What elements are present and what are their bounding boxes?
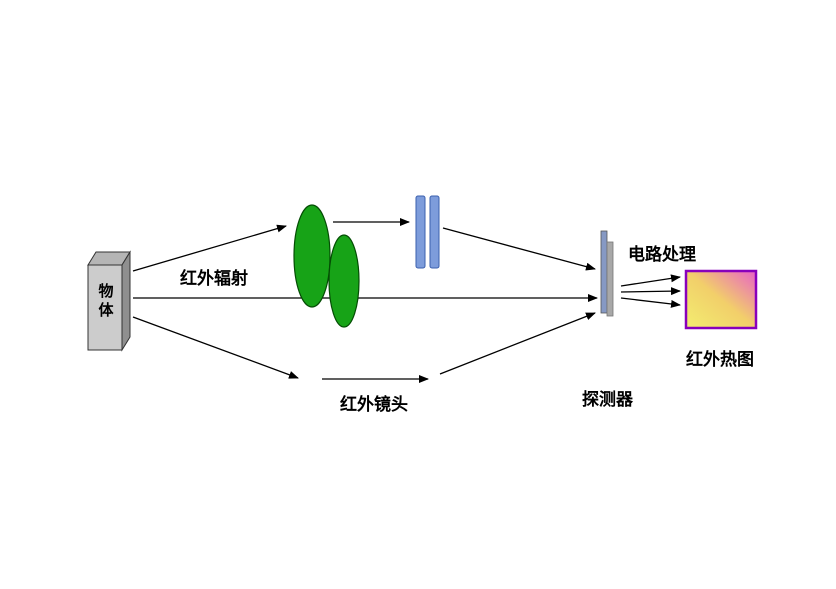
arrow-lower-to-detector bbox=[439, 312, 596, 375]
detector-label: 探测器 bbox=[582, 390, 633, 409]
arrow-filter-to-detector bbox=[442, 227, 596, 271]
lens-ellipse-2 bbox=[328, 234, 360, 328]
object-label: 物体 bbox=[96, 283, 114, 321]
detector-bar-gray bbox=[606, 241, 614, 317]
thermal-image-rect bbox=[684, 269, 758, 330]
thermal-label: 红外热图 bbox=[686, 350, 754, 369]
detector-bar-blue bbox=[600, 230, 608, 314]
circuit-label: 电路处理 bbox=[628, 245, 696, 264]
filter-bar-2 bbox=[429, 195, 440, 269]
radiation-label: 红外辐射 bbox=[180, 269, 248, 288]
lens-ellipse-1 bbox=[293, 204, 331, 308]
arrow-detector-to-thermal-3 bbox=[620, 297, 681, 308]
arrow-detector-to-thermal-1 bbox=[620, 274, 681, 287]
object-box-front bbox=[87, 264, 123, 351]
filter-bar-1 bbox=[415, 195, 426, 269]
arrow-object-to-lens-top bbox=[132, 224, 287, 272]
arrow-detector-to-thermal-2 bbox=[620, 287, 681, 296]
lens-label: 红外镜头 bbox=[340, 395, 408, 414]
object-box-side bbox=[121, 250, 131, 352]
arrow-object-down bbox=[132, 316, 299, 379]
